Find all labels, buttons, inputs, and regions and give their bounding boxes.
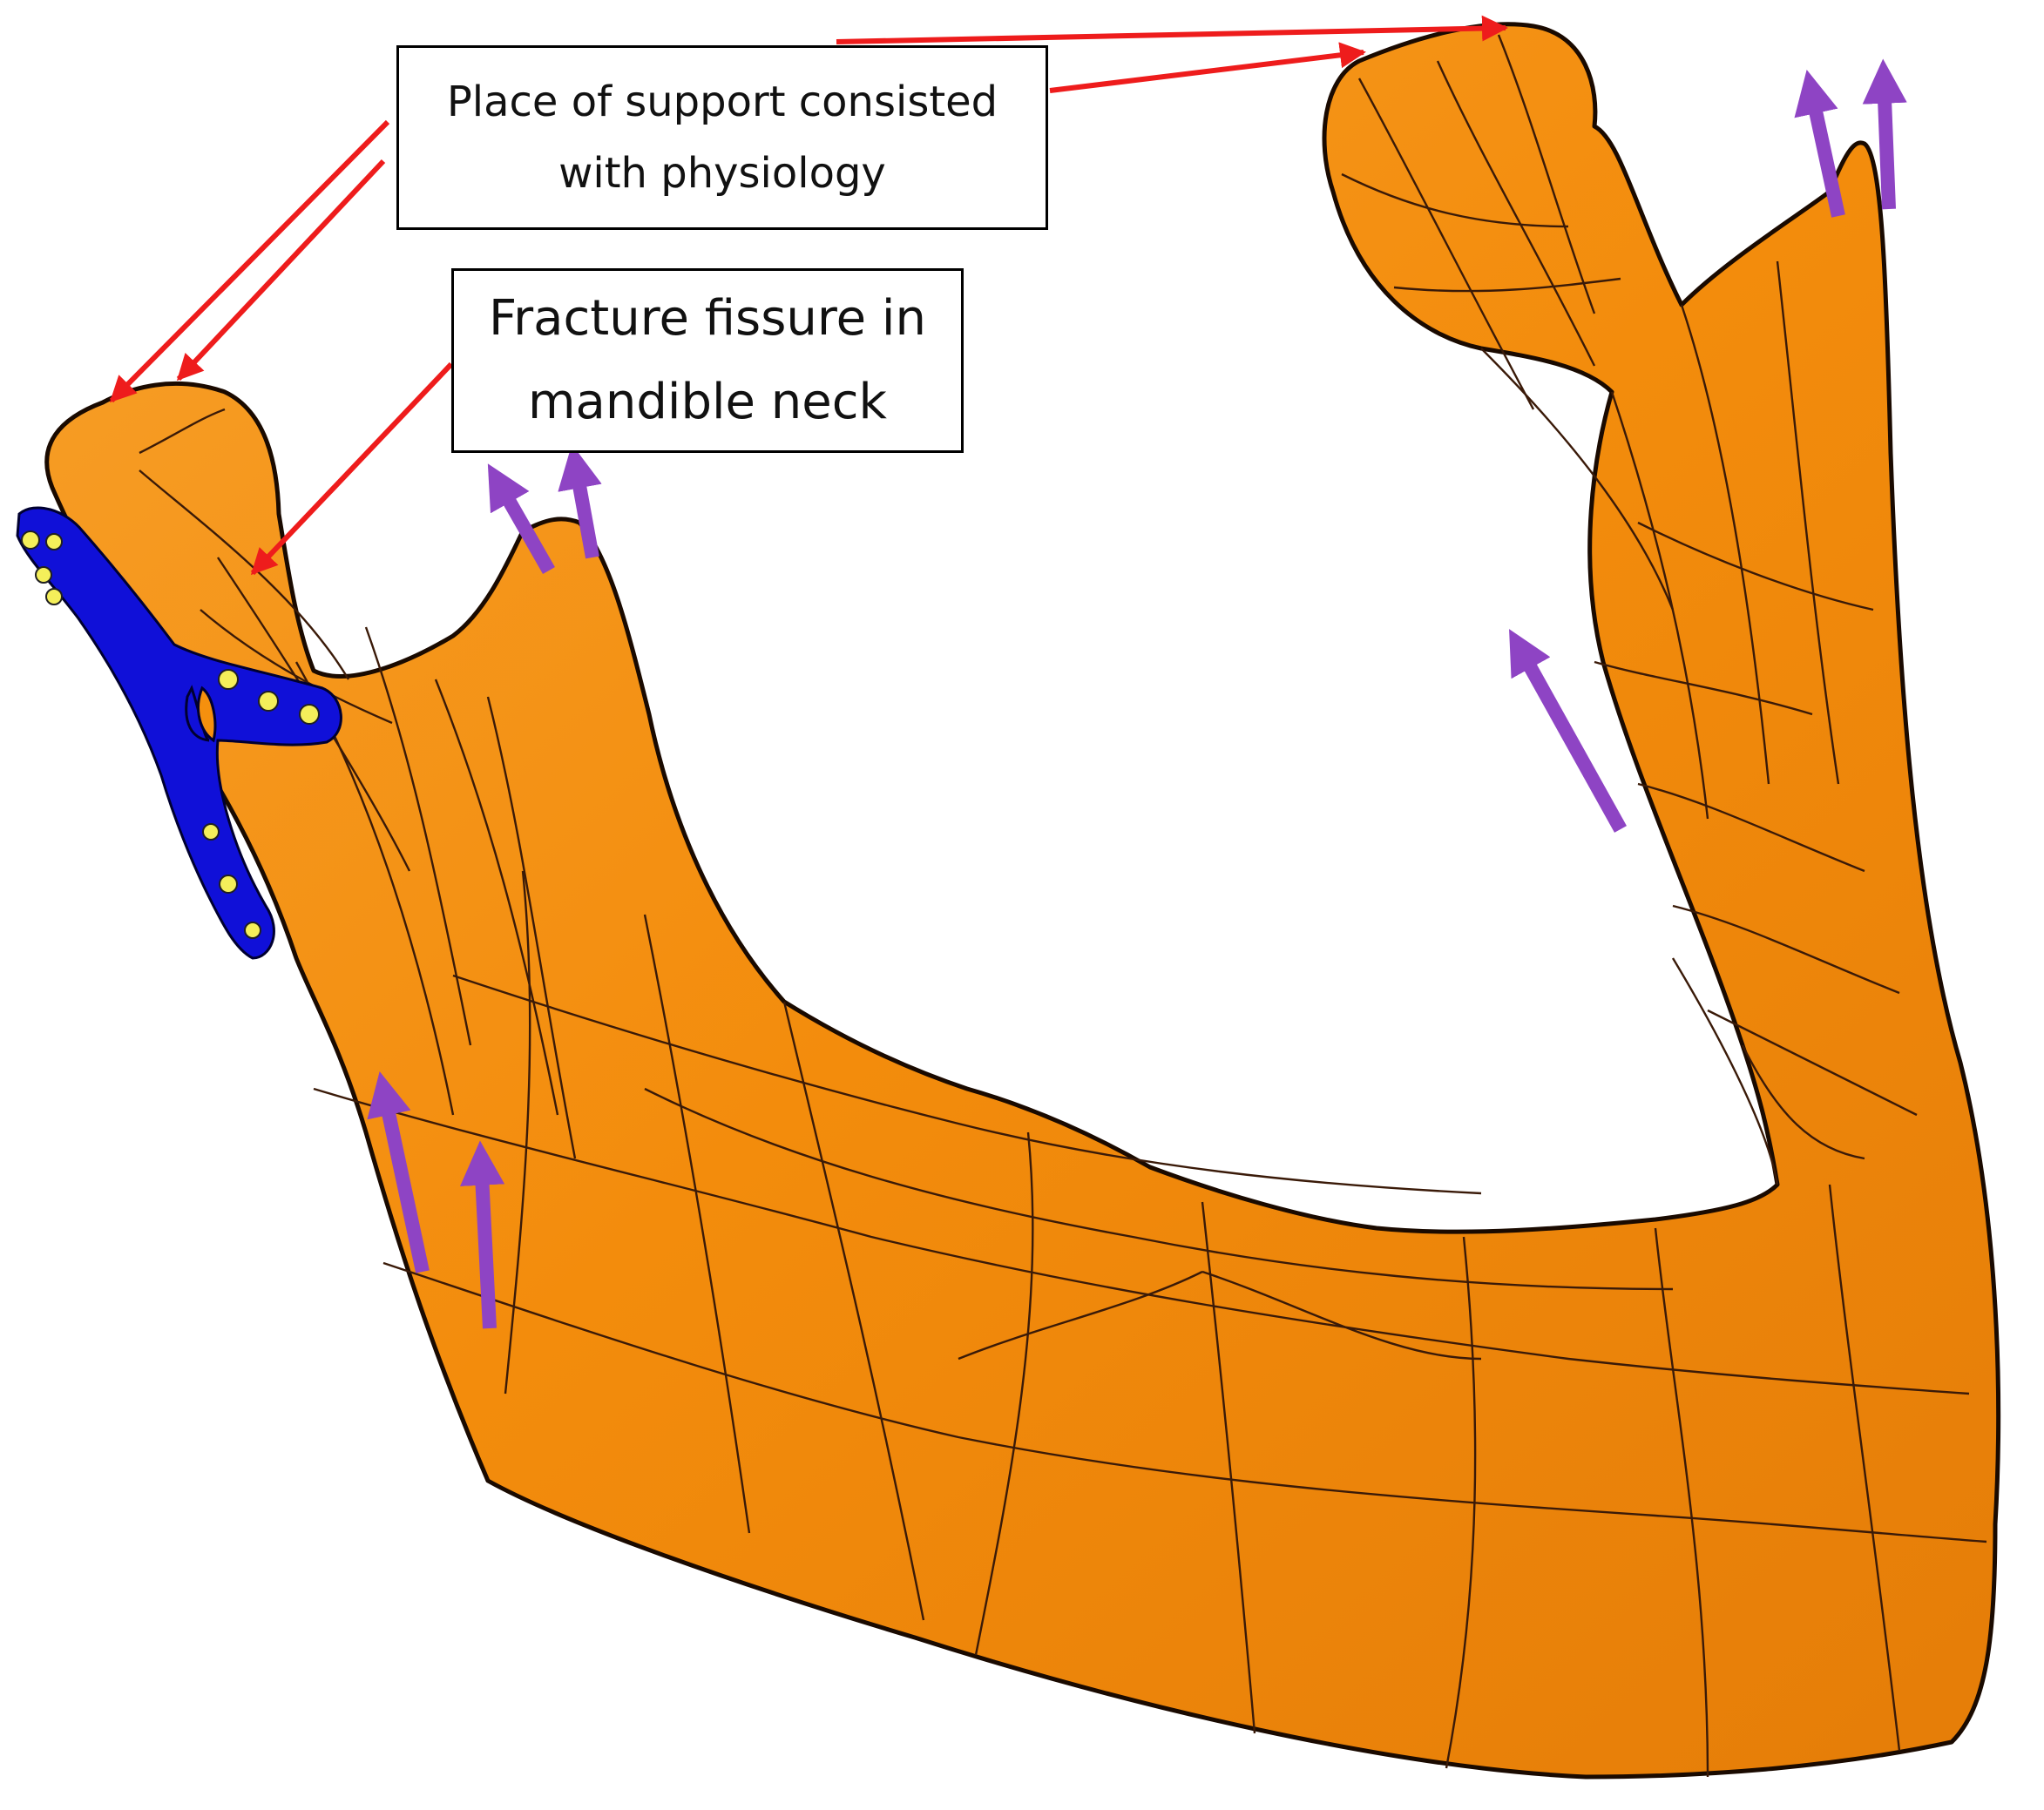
support-arrow-right-2	[1049, 42, 1366, 93]
support-annotation-line1: Place of support consisted	[446, 78, 998, 126]
mesh-lines	[139, 34, 1987, 1778]
force-arrow	[460, 1140, 505, 1329]
force-arrow	[1509, 629, 1627, 833]
force-arrow	[1794, 69, 1845, 218]
support-annotation-line2: with physiology	[558, 149, 886, 198]
screw-icon	[299, 704, 320, 725]
screw-icon	[258, 691, 279, 712]
pointer-arrows	[109, 15, 1508, 576]
screw-icon	[219, 875, 238, 894]
screw-icon	[21, 530, 40, 550]
support-arrow-right-1	[836, 15, 1508, 44]
screw-holes	[21, 530, 320, 939]
screw-icon	[45, 533, 63, 550]
support-annotation-box: Place of support consisted with physiolo…	[396, 45, 1048, 230]
fracture-arrow	[250, 361, 454, 576]
screw-icon	[45, 588, 63, 605]
force-arrow	[487, 463, 555, 574]
force-arrows	[367, 58, 1907, 1329]
force-arrow	[558, 443, 602, 559]
fixation-plate	[16, 506, 342, 960]
support-arrow-left-1	[109, 119, 390, 403]
force-arrow	[1862, 58, 1907, 210]
fracture-annotation-line2: mandible neck	[527, 374, 887, 430]
screw-icon	[35, 566, 52, 584]
fracture-annotation-box: Fracture fissure in mandible neck	[451, 268, 964, 453]
support-arrow-left-2	[176, 159, 386, 382]
fracture-annotation-line1: Fracture fissure in	[489, 290, 926, 347]
screw-icon	[202, 823, 220, 841]
screw-icon	[218, 669, 239, 690]
force-arrow	[367, 1070, 430, 1273]
mandible-bone	[44, 22, 2001, 1780]
screw-icon	[244, 922, 261, 939]
